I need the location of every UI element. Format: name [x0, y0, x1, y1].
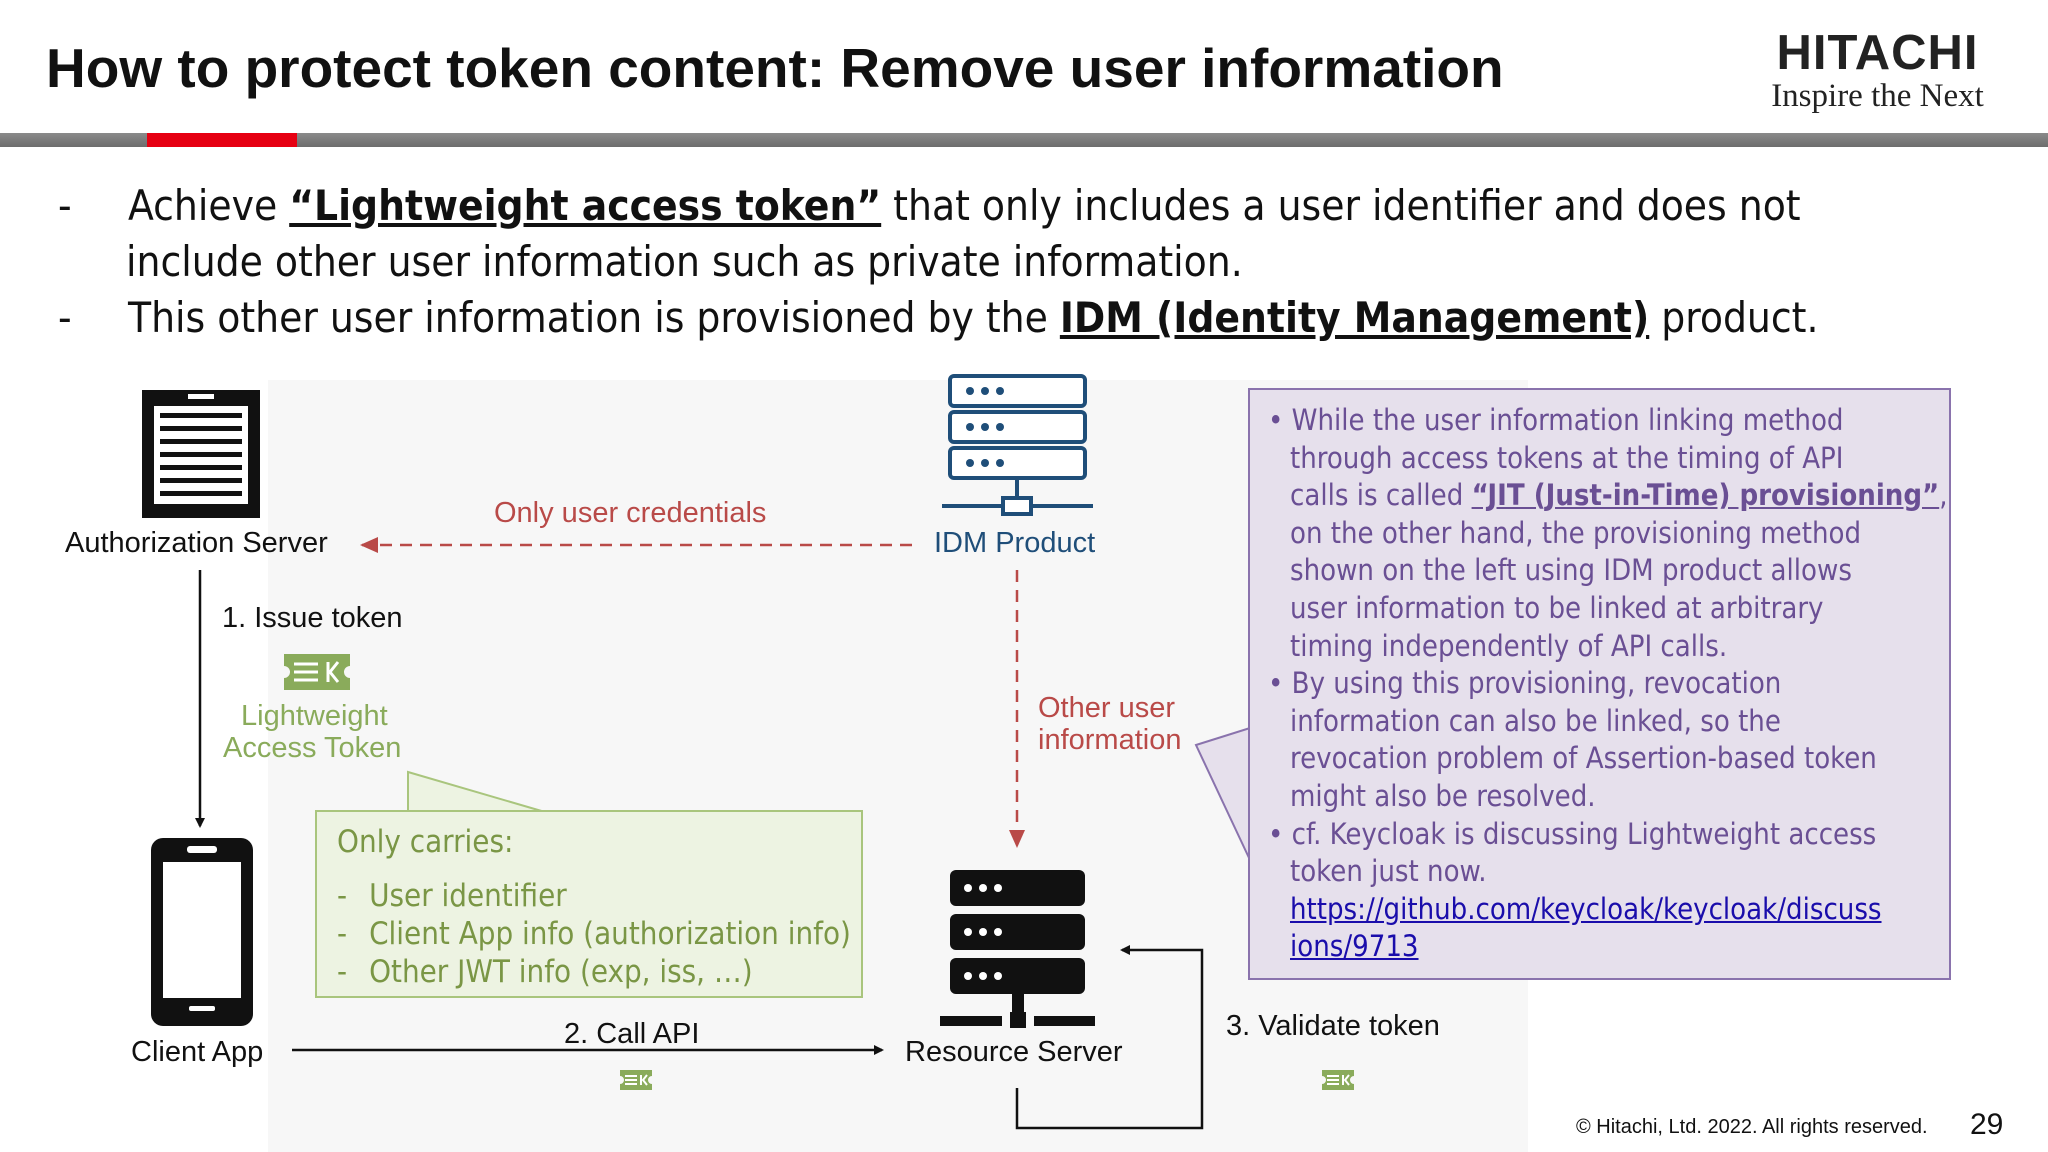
lightweight-token-icon [284, 654, 350, 690]
page-number: 29 [1970, 1108, 2004, 1141]
note-line: calls is called “JIT (Just-in-Time) prov… [1290, 477, 1947, 515]
note-line: token just now. [1290, 854, 1487, 889]
token-contents-callout: Only carries: -User identifier -Client A… [315, 810, 863, 998]
validate-token-loop [1015, 945, 1204, 1130]
note-line: might also be resolved. [1290, 779, 1596, 813]
bullet-text: Achieve [128, 181, 290, 230]
client-app-label: Client App [131, 1036, 264, 1068]
jit-provisioning-term: “JIT (Just-in-Time) provisioning” [1471, 478, 1940, 513]
client-app-phone-icon [151, 838, 253, 1026]
keycloak-discussion-link[interactable]: https://github.com/keycloak/keycloak/dis… [1290, 891, 1882, 926]
title-divider-bar [0, 133, 2048, 147]
token-icon [620, 1070, 652, 1090]
other-user-info-label-2: information [1038, 724, 1182, 756]
list-text: User identifier [369, 878, 567, 914]
note-line: information can also be linked, so the [1290, 703, 1781, 738]
bullet-emphasis: “Lightweight access token” [289, 181, 882, 230]
provisioning-note-callout: • While the user information linking met… [1248, 388, 1951, 980]
validate-token-label: 3. Validate token [1226, 1010, 1440, 1042]
callout-left-pointer [407, 770, 546, 813]
authorization-server-label: Authorization Server [65, 527, 328, 559]
list-dash: - [337, 878, 348, 914]
copyright-footer: © Hitachi, Ltd. 2022. All rights reserve… [1576, 1116, 1928, 1138]
hitachi-logo: HITACHI Inspire the Next [1735, 28, 2020, 114]
callout-right-pointer [1194, 726, 1251, 861]
slide-title: How to protect token content: Remove use… [46, 37, 1504, 99]
note-line: shown on the left using IDM product allo… [1290, 553, 1852, 588]
only-user-credentials-label: Only user credentials [494, 497, 767, 529]
brand-name: HITACHI [1776, 26, 1979, 80]
keycloak-discussion-link-continued[interactable]: ions/9713 [1290, 929, 1419, 964]
token-label-2: Access Token [223, 732, 402, 764]
list-dash: - [337, 916, 348, 952]
note-line: user information to be linked at arbitra… [1290, 591, 1824, 625]
bullet-text: include other user information such as p… [126, 237, 1243, 286]
bullet-dash: - [58, 181, 72, 230]
bullet-emphasis: IDM (Identity Management) [1059, 293, 1650, 342]
bullet-dash: - [58, 293, 72, 342]
resource-server-icon [940, 870, 1095, 1028]
bullet-text: that only includes a user identifier and… [881, 181, 1801, 230]
idm-product-label: IDM Product [934, 527, 1096, 559]
note-text: , [1939, 478, 1948, 513]
note-line: timing independently of API calls. [1290, 628, 1728, 663]
title-accent-bar [147, 133, 297, 147]
list-item: -User identifier [337, 878, 567, 914]
note-line: • While the user information linking met… [1268, 403, 1844, 437]
resource-server-label: Resource Server [905, 1036, 1123, 1068]
list-text: Client App info (authorization info) [369, 916, 851, 952]
note-line: • By using this provisioning, revocation [1268, 666, 1782, 701]
note-line: revocation problem of Assertion-based to… [1290, 741, 1877, 776]
token-icon [1322, 1070, 1354, 1090]
list-item: -Other JWT info (exp, iss, …) [337, 954, 753, 990]
callout-heading: Only carries: [337, 824, 514, 860]
note-line: • cf. Keycloak is discussing Lightweight… [1268, 816, 1877, 851]
note-line: through access tokens at the timing of A… [1290, 440, 1844, 475]
list-dash: - [337, 954, 348, 990]
issue-token-label: 1. Issue token [222, 602, 403, 634]
bullet-text: product. [1649, 293, 1819, 342]
token-label-1: Lightweight [241, 700, 388, 732]
idm-server-icon [942, 374, 1093, 516]
other-user-info-label-1: Other user [1038, 692, 1175, 724]
note-line: on the other hand, the provisioning meth… [1290, 515, 1862, 550]
authorization-server-icon [142, 390, 260, 518]
list-text: Other JWT info (exp, iss, …) [369, 954, 753, 990]
note-text: calls is called [1290, 478, 1472, 513]
bullet-text: This other user information is provision… [128, 293, 1060, 342]
brand-tagline: Inspire the Next [1771, 78, 1984, 114]
call-api-label: 2. Call API [564, 1018, 700, 1050]
list-item: -Client App info (authorization info) [337, 916, 851, 952]
